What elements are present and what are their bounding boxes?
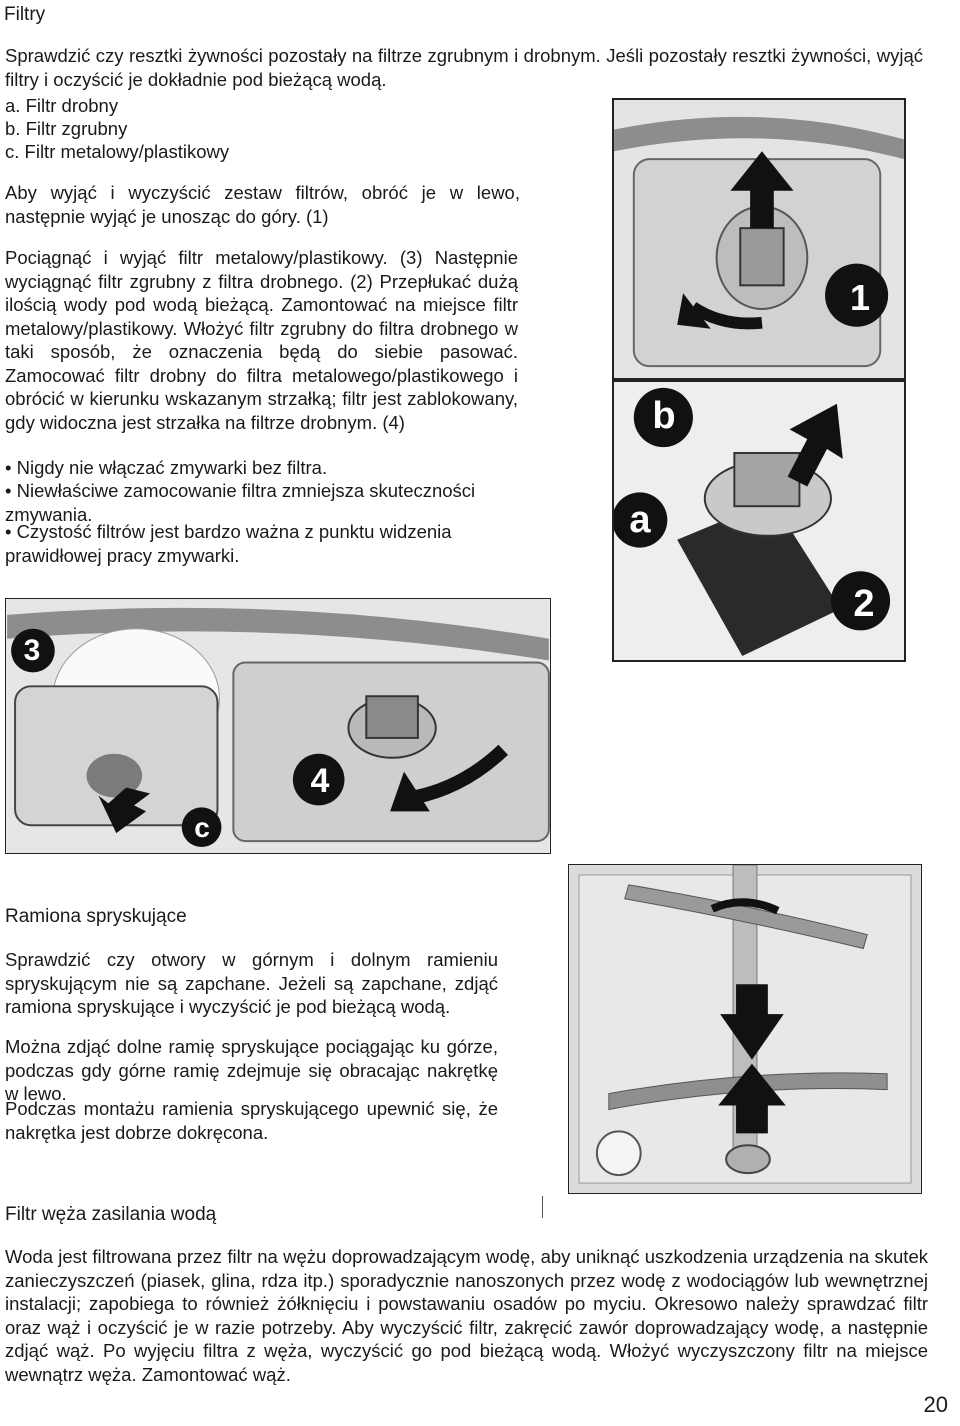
- step-3-label: 3: [23, 634, 41, 667]
- label-a: a: [629, 499, 651, 541]
- section-title-spray-arms: Ramiona spryskujące: [5, 906, 187, 927]
- bullet-2: • Niewłaściwe zamocowanie filtra zmniejs…: [5, 480, 476, 525]
- bullet-3: • Czystość filtrów jest bardzo ważna z p…: [5, 521, 452, 566]
- hose-filter-body: Woda jest filtrowana przez filtr na wężu…: [5, 1246, 928, 1385]
- filter-list-item-c: c. Filtr metalowy/plastikowy: [5, 141, 230, 162]
- spray-arms-paragraph-1: Sprawdzić czy otwory w górnym i dolnym r…: [5, 949, 498, 1017]
- section-title-filters: Filtry: [4, 4, 46, 25]
- figure-filter-assembly: 3 4 c: [5, 598, 551, 854]
- page-number: 20: [923, 1392, 948, 1417]
- step-4-label: 4: [310, 762, 330, 800]
- label-c: c: [194, 812, 210, 843]
- spray-arms-paragraph-3: Podczas montażu ramienia spryskującego u…: [5, 1098, 498, 1143]
- spray-arms-paragraph-2: Można zdjąć dolne ramię spryskujące poci…: [5, 1036, 498, 1104]
- figure-filter-removal: 1: [612, 98, 906, 380]
- figure-filters-ab: b a 2: [612, 380, 906, 662]
- label-b: b: [652, 395, 676, 437]
- separator-line: [542, 1196, 543, 1218]
- filters-paragraph-1: Aby wyjąć i wyczyścić zestaw filtrów, ob…: [5, 182, 520, 227]
- figure-spray-arms: [568, 864, 922, 1194]
- section-title-hose-filter: Filtr węża zasilania wodą: [5, 1204, 217, 1225]
- filter-list-item-b: b. Filtr zgrubny: [5, 118, 128, 139]
- filters-intro: Sprawdzić czy resztki żywności pozostały…: [5, 45, 923, 90]
- filter-list-item-a: a. Filtr drobny: [5, 95, 119, 116]
- step-2-label: 2: [853, 583, 875, 625]
- filters-paragraph-2: Pociągnąć i wyjąć filtr metalowy/plastik…: [5, 247, 518, 433]
- step-1-label: 1: [849, 277, 871, 318]
- bullet-1: • Nigdy nie włączać zmywarki bez filtra.: [5, 457, 328, 478]
